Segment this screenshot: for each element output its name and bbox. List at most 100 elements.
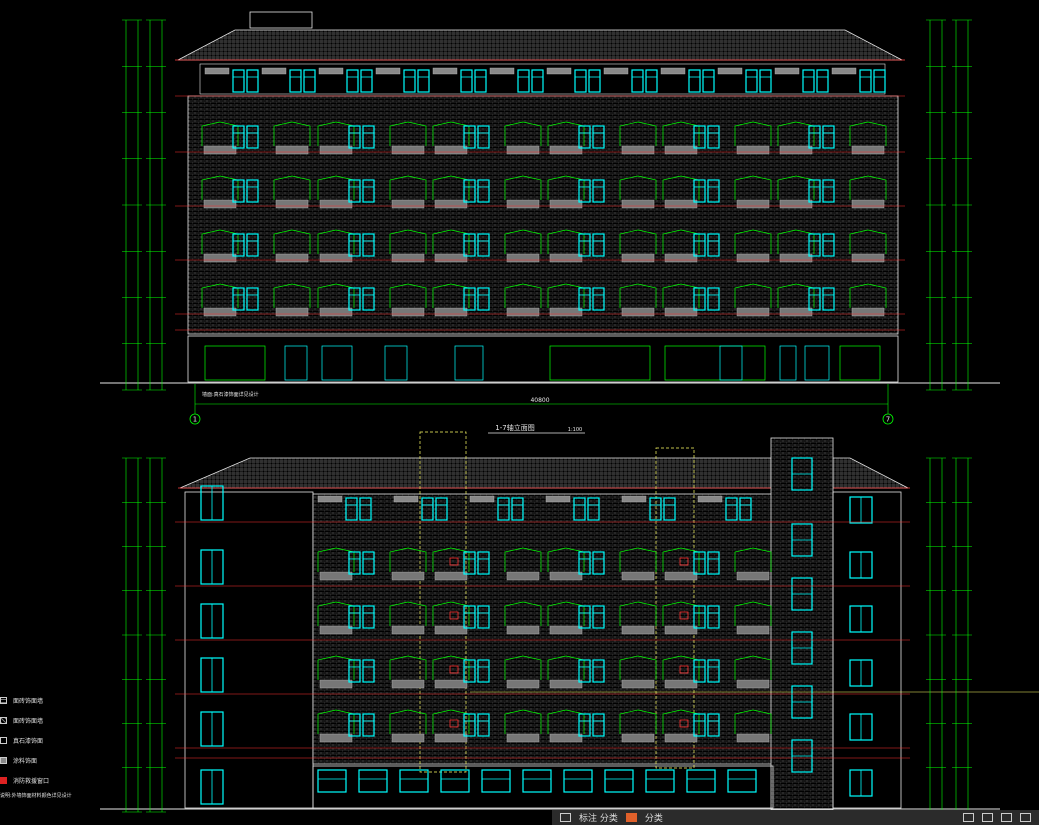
cross-hatch-icon [0,716,7,724]
window [592,713,605,737]
window [460,69,473,93]
window [346,69,359,93]
bottom-ground-floor [312,765,774,809]
settings-icon[interactable] [1020,813,1031,822]
window [693,179,706,203]
attic-awning [717,67,743,75]
window [232,287,245,311]
balcony-rail [736,253,770,263]
window [477,659,490,683]
rescue-window-marker [449,611,459,620]
layer-icon[interactable] [625,813,637,822]
balcony-rail [391,199,425,209]
balcony-frame [389,655,427,680]
window [873,69,886,93]
balcony-rail [736,145,770,155]
rescue-window-marker [449,557,459,566]
attic-awning [318,67,344,75]
attic-awning [774,67,800,75]
status-item-2[interactable]: 分类 [644,814,663,824]
window [345,497,358,521]
balcony-frame [273,175,311,200]
bottom-left-wing [184,491,314,809]
balcony-frame [619,547,657,572]
balcony-rail [391,145,425,155]
window [587,497,600,521]
balcony-frame [849,283,887,308]
legend-item: 面砖饰面墙 [0,690,120,710]
legend-item: 真石漆饰面 [0,730,120,750]
balcony-frame [504,709,542,734]
balcony-frame [849,175,887,200]
window [808,233,821,257]
window [816,69,829,93]
attic-awning [317,495,343,503]
window [859,69,872,93]
window [707,179,720,203]
balcony-frame [734,709,772,734]
ground-opening [779,345,797,381]
balcony-rail [736,199,770,209]
balcony-rail [664,307,698,317]
balcony-rail [319,733,353,743]
window [348,551,361,575]
window [693,125,706,149]
window [246,233,259,257]
window [421,497,434,521]
legend-item: 消防救援窗口 [0,770,120,790]
balcony-frame [734,655,772,680]
window [649,497,662,521]
balcony-rail [664,199,698,209]
legend: 面砖饰面墙 面砖饰面墙 真石漆饰面 涂料饰面 消防救援窗口 说明:外墙饰面材料颜… [0,690,120,799]
balcony-rail [506,679,540,689]
shop-window [399,769,429,793]
shop-window [481,769,511,793]
status-item-1[interactable]: 标注 分类 [579,814,618,824]
cursor-icon[interactable] [982,813,993,822]
balcony-rail [434,733,468,743]
balcony-rail [621,253,655,263]
balcony-rail [275,253,309,263]
attic-awning [660,67,686,75]
top-view-scale: 1:100 [568,427,582,433]
balcony-rail [736,625,770,635]
legend-item-label: 真石漆饰面 [13,737,44,745]
pen-icon[interactable] [963,813,974,822]
balcony-rail [549,733,583,743]
balcony-rail [434,199,468,209]
window [246,287,259,311]
legend-note: 说明:外墙饰面材料颜色详见设计 [0,793,72,799]
balcony-rail [621,625,655,635]
balcony-frame [849,229,887,254]
grid-icon[interactable] [560,813,571,822]
zoom-icon[interactable] [1001,813,1012,822]
balcony-rail [621,145,655,155]
balcony-rail [203,199,237,209]
attic-awning [261,67,287,75]
rescue-window-marker [679,611,689,620]
legend-item: 面砖饰面墙 [0,710,120,730]
balcony-rail [549,571,583,581]
window [693,713,706,737]
balcony-rail [851,145,885,155]
balcony-rail [664,625,698,635]
window [435,497,448,521]
window [463,605,476,629]
window [578,659,591,683]
window [362,659,375,683]
attic-awning [545,495,571,503]
ground-opening [719,345,743,381]
window [808,179,821,203]
window [362,287,375,311]
rescue-window-marker [679,557,689,566]
window [232,179,245,203]
balcony-rail [319,199,353,209]
balcony-rail [621,571,655,581]
balcony-rail [664,571,698,581]
ground-opening [839,345,881,381]
window [592,179,605,203]
balcony-rail [549,199,583,209]
top-facade-note: 墙面:真石漆饰面详见设计 [202,391,259,398]
window [417,69,430,93]
